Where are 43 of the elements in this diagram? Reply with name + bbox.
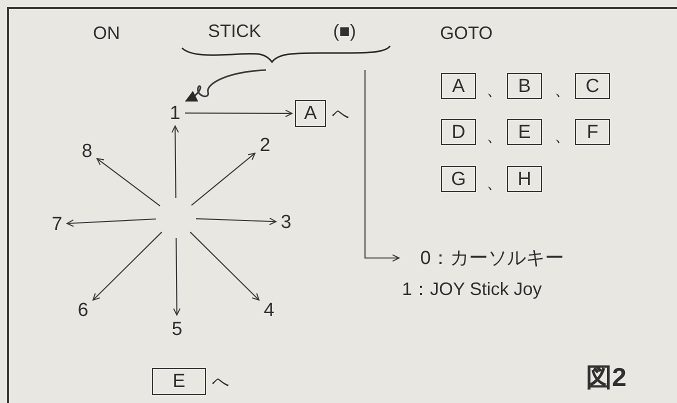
arrow (191, 152, 256, 206)
direction-label: 8 (80, 140, 94, 162)
arrow (364, 70, 400, 262)
label-text: ON (93, 24, 120, 42)
label-box: A (295, 100, 326, 127)
direction-label: 2 (258, 134, 272, 156)
label-box: E (507, 119, 542, 145)
label-box: E (152, 368, 206, 395)
label-text: 1：JOY Stick Joy (402, 280, 542, 298)
direction-label: 5 (170, 318, 184, 340)
arrow (196, 218, 277, 226)
label-text: 、 (486, 80, 504, 98)
label-text: GOTO (440, 24, 493, 42)
arrow (173, 238, 181, 316)
arrow (190, 232, 260, 301)
label-box: A (441, 73, 476, 99)
figure-number: 図2 (586, 364, 626, 390)
keyword: STICK (208, 22, 262, 40)
arrow (184, 69, 266, 102)
label-text: 、 (486, 173, 504, 191)
label-text: 、 (554, 80, 572, 98)
label-box: B (507, 73, 542, 99)
particle-text: へ (332, 105, 349, 122)
direction-label: 6 (76, 299, 90, 321)
label-text: 、 (554, 126, 572, 144)
label-text: 、 (486, 126, 504, 144)
arrow (96, 158, 160, 206)
arrow (185, 110, 293, 118)
label-box: F (575, 119, 610, 145)
arrow (171, 125, 179, 198)
label-box: G (441, 166, 476, 192)
direction-label: 7 (50, 213, 64, 235)
direction-label: 1 (168, 103, 182, 123)
label-box: H (507, 166, 542, 192)
keyword: (■) (333, 22, 356, 40)
label-box: D (441, 119, 476, 145)
arrow (66, 218, 156, 227)
arrow (92, 232, 162, 301)
label-box: C (575, 73, 610, 99)
direction-label: 4 (262, 299, 276, 321)
direction-label: 3 (279, 211, 293, 233)
particle-text: へ (212, 373, 229, 390)
direction-label: 0：カーソルキー (402, 246, 582, 270)
